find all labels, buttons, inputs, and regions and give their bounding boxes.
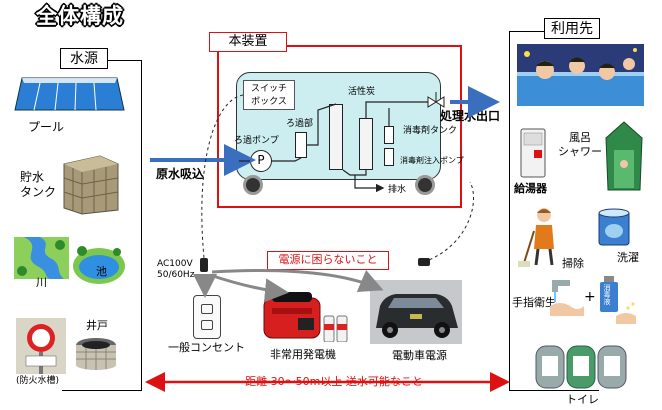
generator-label: 非常用発電機 — [270, 348, 336, 361]
bath-image — [517, 44, 644, 106]
ev-label: 電動車電源 — [392, 349, 447, 362]
faucet-image — [548, 276, 586, 320]
carbon-column-1 — [329, 104, 343, 170]
fire-tank-label: (防火水槽) — [16, 376, 60, 386]
well-label: 井戸 — [86, 319, 108, 332]
ev-image — [370, 280, 462, 344]
bath-shower-label: 風呂 シャワー — [558, 131, 602, 158]
diagram-title: 全体構成 — [36, 4, 124, 28]
disinfectant-image — [598, 272, 638, 326]
filter-unit — [295, 132, 307, 158]
fuel-cans-image — [323, 312, 349, 342]
filter-pump: P — [250, 150, 272, 172]
disinfectant-pump-label: 消毒剤注入ポンプ — [400, 156, 464, 165]
fire-tank-image — [16, 318, 66, 374]
wall-outlet-label: 一般コンセント — [168, 341, 245, 354]
disinfectant-pump — [384, 148, 394, 166]
well-image — [72, 335, 120, 371]
ev-plug-icon — [418, 258, 430, 266]
unit-label: 本装置 — [209, 32, 287, 52]
toilet-image — [534, 338, 628, 390]
river-label: 川 — [36, 276, 47, 289]
plus-sign: + — [584, 289, 596, 305]
outlet-label: 処理水出口 — [440, 109, 501, 123]
intake-label: 原水吸込 — [156, 167, 205, 181]
river-image — [14, 237, 69, 279]
hand-hygiene-label: 手指衛生 — [512, 296, 556, 309]
pool-image — [12, 72, 127, 114]
disinfectant-tank — [384, 126, 394, 144]
drain-label: 排水 — [388, 185, 407, 195]
disinfectant-tank-label: 消毒剤タンク — [403, 126, 458, 136]
wheel-right — [415, 175, 435, 195]
wall-outlet-icon — [193, 295, 221, 339]
cleaning-label: 掃除 — [562, 257, 584, 270]
filter-unit-label: ろ過部 — [286, 119, 314, 129]
carbon-column-2 — [359, 118, 373, 170]
generator-image — [262, 290, 322, 342]
water-heater-label: 給湯器 — [514, 182, 547, 195]
pond-image — [72, 243, 127, 285]
sources-header: 水源 — [60, 48, 108, 69]
shower-tent-image — [604, 120, 644, 192]
laundry-label: 洗濯 — [617, 251, 639, 264]
distance-note: 距離 30～50m以上 送水可能なこと — [225, 373, 443, 391]
activated-carbon-label: 活性炭 — [348, 87, 376, 97]
destinations-header: 利用先 — [544, 18, 600, 39]
power-spec-label: AC100V 50/60Hz — [157, 259, 195, 280]
storage-tank-image — [60, 152, 122, 216]
power-plug-icon — [200, 258, 208, 272]
cleaning-image — [518, 205, 563, 267]
power-arrows — [193, 269, 384, 303]
wheel-left — [243, 175, 263, 195]
pool-label: プール — [28, 120, 65, 134]
water-heater-image — [520, 128, 546, 178]
laundry-image — [596, 207, 632, 247]
toilet-label: トイレ — [566, 393, 599, 406]
switch-box: スイッチ ボックス — [243, 80, 295, 110]
filter-pump-label: ろ過ポンプ — [234, 136, 279, 146]
power-note: 電源に困らないこと — [267, 251, 389, 270]
storage-tank-label: 貯水 タンク — [20, 170, 57, 199]
pond-label: 池 — [96, 265, 107, 278]
disinfectant-bottle-label: 消毒液 — [603, 284, 611, 305]
